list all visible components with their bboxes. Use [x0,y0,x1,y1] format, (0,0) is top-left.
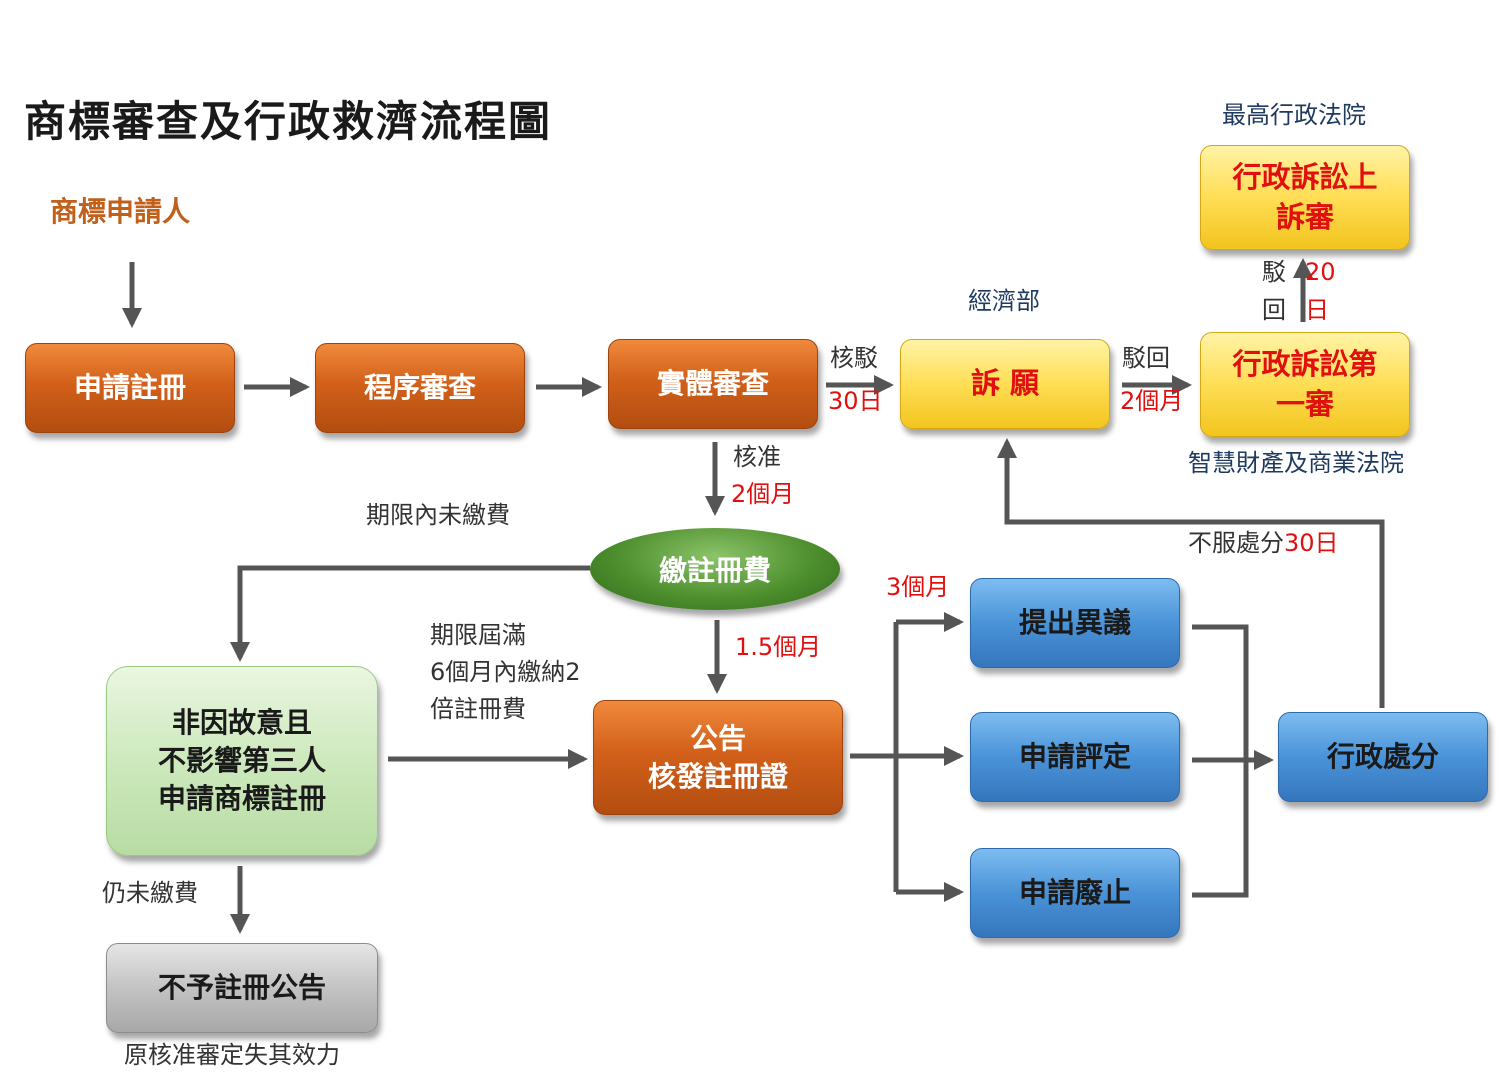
substantive-review-label: 實體審查 [656,367,769,401]
applicant-label: 商標申請人 [50,195,191,228]
merge-revocation [1192,760,1249,898]
label-expired-line3: 倍註冊費 [430,695,526,723]
label-reject-back: 駁回 [1122,344,1170,372]
label-unpaid-in-term: 期限內未繳費 [366,501,510,529]
admin-litigation-appeal-line1: 行政訴訟上 [1232,160,1378,195]
substantive-review-box: 實體審查 [608,339,818,429]
label-20: 20 [1305,258,1336,286]
publish-line2: 核發註冊證 [647,759,788,793]
label-rejected: 核駁 [830,344,878,372]
opposition-label: 提出異議 [1018,606,1131,640]
revocation-label: 申請廢止 [1018,876,1131,910]
label-3-months: 3個月 [886,573,950,601]
invalidation-box: 申請評定 [970,712,1180,802]
not-registered-label: 不予註冊公告 [157,971,326,1005]
unintentional-application-box: 非因故意且 不影響第三人 申請商標註冊 [106,666,378,856]
petition-label: 訴 願 [970,366,1040,401]
procedural-review-box: 程序審查 [315,343,525,433]
opposition-box: 提出異議 [970,578,1180,668]
label-1-5-months: 1.5個月 [735,633,822,661]
label-lose-effect: 原核准審定失其效力 [124,1041,340,1069]
publish-line1: 公告 [689,721,746,755]
apply-registration-label: 申請註冊 [73,371,186,405]
revocation-box: 申請廢止 [970,848,1180,938]
admin-litigation-first-line2: 一審 [1275,386,1334,421]
label-ip-court: 智慧財產及商業法院 [1188,449,1404,477]
apply-registration-box: 申請註冊 [25,343,235,433]
pay-fee-ellipse: 繳註冊費 [590,528,840,610]
unintentional-line2: 不影響第三人 [157,744,326,778]
page-title: 商標審查及行政救濟流程圖 [24,97,553,146]
admin-litigation-first-line1: 行政訴訟第 [1232,347,1378,382]
label-reject-vertical-2: 回 [1262,296,1286,324]
procedural-review-label: 程序審查 [363,371,476,405]
admin-disposition-label: 行政處分 [1326,740,1439,774]
admin-disposition-box: 行政處分 [1278,712,1488,802]
label-30-days: 30日 [828,387,883,415]
label-dissatisfied-text: 不服處分 [1188,529,1284,557]
arrow-payfee-to-unintentional [230,565,590,662]
label-reject-vertical-1: 駁 [1262,258,1286,286]
label-expired-line1: 期限屆滿 [430,621,526,649]
label-expired-line2: 6個月內繳納2 [430,658,581,686]
label-approved: 核准 [733,443,781,471]
label-2-months-court: 2個月 [1120,387,1184,415]
merge-opposition [1192,624,1249,760]
label-dissatisfied-days: 30日 [1284,529,1339,557]
petition-box: 訴 願 [900,339,1110,429]
label-dissatisfied: 不服處分30日 [1188,528,1339,559]
admin-litigation-appeal-box: 行政訴訟上 訴審 [1200,145,1410,250]
pay-fee-label: 繳註冊費 [658,554,771,587]
not-registered-box: 不予註冊公告 [106,943,378,1033]
admin-litigation-first-box: 行政訴訟第 一審 [1200,332,1410,437]
label-2-months-fee: 2個月 [731,480,795,508]
unintentional-line3: 申請商標註冊 [157,781,326,815]
label-days: 日 [1305,296,1329,324]
label-supreme-admin-court: 最高行政法院 [1222,101,1366,129]
label-still-unpaid: 仍未繳費 [102,879,198,907]
label-moea: 經濟部 [968,287,1040,315]
arrow-disposition-to-petition [997,438,1385,708]
admin-litigation-appeal-line2: 訴審 [1275,199,1334,234]
invalidation-label: 申請評定 [1018,740,1131,774]
unintentional-line1: 非因故意且 [171,706,312,740]
publish-certificate-box: 公告 核發註冊證 [593,700,843,815]
